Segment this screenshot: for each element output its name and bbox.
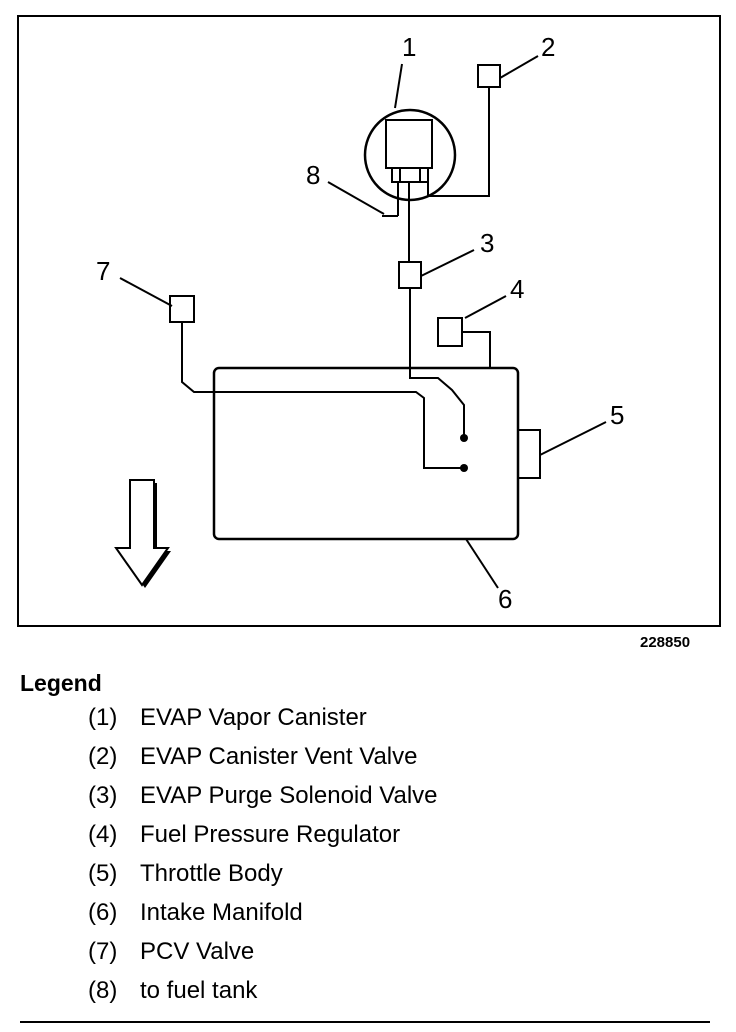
- fuel-pressure-regulator: [437, 317, 463, 347]
- intake-manifold: [212, 366, 520, 541]
- legend-item: (2) EVAP Canister Vent Valve: [88, 743, 438, 782]
- legend-item: (1) EVAP Vapor Canister: [88, 704, 438, 743]
- legend-item: (7) PCV Valve: [88, 938, 438, 977]
- evap-purge-solenoid-valve: [398, 261, 422, 289]
- bottom-divider: [20, 1021, 710, 1023]
- canister-base: [391, 167, 429, 183]
- evap-canister-vent-valve: [477, 64, 501, 88]
- vent-valve-hose: [427, 87, 490, 197]
- callout-7: 7: [96, 256, 110, 286]
- legend-number: (7): [88, 938, 118, 965]
- evap-system-diagram: 1 2 3 4 5 6 7 8: [17, 15, 721, 627]
- legend-number: (1): [88, 704, 118, 731]
- legend-label: EVAP Canister Vent Valve: [140, 743, 418, 770]
- callout-4: 4: [510, 274, 524, 304]
- pcv-hose: [181, 322, 464, 469]
- legend-number: (3): [88, 782, 118, 809]
- legend-label: EVAP Purge Solenoid Valve: [140, 782, 438, 809]
- legend-number: (6): [88, 899, 118, 926]
- legend-item: (4) Fuel Pressure Regulator: [88, 821, 438, 860]
- pcv-valve: [169, 295, 195, 323]
- legend-label: Throttle Body: [140, 860, 283, 887]
- purge-line-lower: [409, 288, 465, 438]
- throttle-body: [517, 429, 541, 479]
- legend-label: to fuel tank: [140, 977, 258, 1004]
- canister-inner-block: [385, 119, 433, 169]
- front-direction-arrow: [114, 479, 171, 588]
- diagram-frame: [17, 15, 721, 627]
- callout-6: 6: [498, 584, 512, 614]
- legend-title: Legend: [20, 670, 102, 696]
- legend-label: Fuel Pressure Regulator: [140, 821, 401, 848]
- callout-1: 1: [402, 32, 416, 62]
- legend-label: Intake Manifold: [140, 899, 303, 926]
- legend-label: EVAP Vapor Canister: [140, 704, 367, 731]
- callout-2: 2: [541, 32, 555, 62]
- regulator-hose: [462, 331, 491, 368]
- legend-item: (5) Throttle Body: [88, 860, 438, 899]
- pcv-port-dot: [460, 464, 468, 472]
- legend-item: (6) Intake Manifold: [88, 899, 438, 938]
- legend-number: (5): [88, 860, 118, 887]
- legend-label: PCV Valve: [140, 938, 255, 965]
- callout-3: 3: [480, 228, 494, 258]
- legend-item: (8) to fuel tank: [88, 977, 438, 1016]
- callout-5: 5: [610, 400, 624, 430]
- figure-id: 228850: [640, 634, 691, 651]
- purge-port-dot: [460, 434, 468, 442]
- legend-number: (4): [88, 821, 118, 848]
- legend-item: (3) EVAP Purge Solenoid Valve: [88, 782, 438, 821]
- legend-number: (2): [88, 743, 118, 770]
- legend-list: (1) EVAP Vapor Canister (2) EVAP Canister …: [88, 704, 438, 1016]
- callout-8: 8: [306, 160, 320, 190]
- legend-number: (8): [88, 977, 118, 1004]
